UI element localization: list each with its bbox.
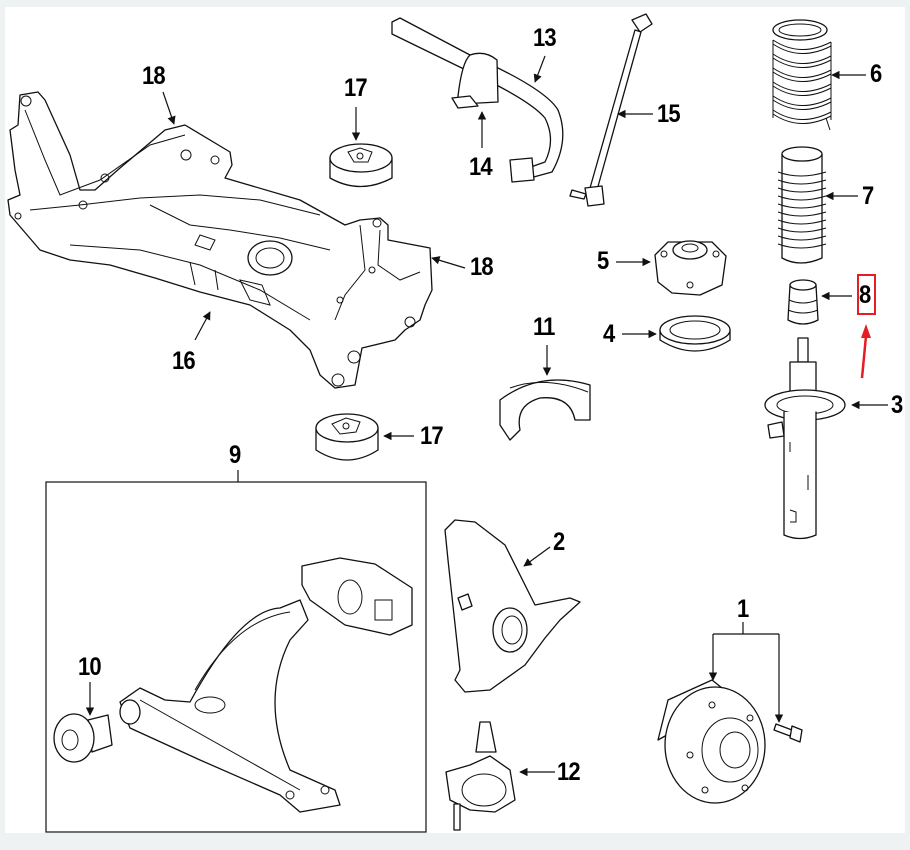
stabilizer-bar-illustration[interactable] xyxy=(391,17,564,183)
callout-6[interactable]: 6 xyxy=(870,60,882,88)
bump-stop-illustration[interactable] xyxy=(787,279,819,325)
subframe-mount-upper-illustration[interactable] xyxy=(329,143,393,188)
dust-boot-illustration[interactable] xyxy=(777,146,827,264)
callout-4[interactable]: 4 xyxy=(603,320,615,348)
callout-9[interactable]: 9 xyxy=(229,441,241,469)
ball-joint-illustration[interactable] xyxy=(445,721,516,831)
callout-17-lower[interactable]: 17 xyxy=(420,422,444,450)
subframe-illustration[interactable] xyxy=(7,91,433,389)
callout-13[interactable]: 13 xyxy=(533,24,557,52)
subframe-mount-lower-illustration[interactable] xyxy=(315,413,379,461)
hub-bearing-illustration[interactable] xyxy=(657,679,803,804)
highlight-arrowhead xyxy=(861,324,871,338)
callout-16[interactable]: 16 xyxy=(172,347,196,375)
callout-5[interactable]: 5 xyxy=(597,247,609,275)
highlight-box xyxy=(857,274,876,315)
highlight-arrow xyxy=(860,335,868,379)
callout-18-right[interactable]: 18 xyxy=(470,253,494,281)
strut-mount-illustration[interactable] xyxy=(654,240,727,296)
callout-12[interactable]: 12 xyxy=(557,758,581,786)
callout-15[interactable]: 15 xyxy=(657,100,681,128)
callout-11[interactable]: 11 xyxy=(533,313,555,341)
strut-assembly-illustration[interactable] xyxy=(764,337,846,540)
spring-insulator-illustration[interactable] xyxy=(499,379,591,441)
callout-14[interactable]: 14 xyxy=(469,153,493,181)
callout-8[interactable]: 8 xyxy=(859,281,871,309)
rear-bushing-bracket-illustration[interactable] xyxy=(301,557,413,636)
callout-10[interactable]: 10 xyxy=(78,653,102,681)
callout-2[interactable]: 2 xyxy=(553,528,565,556)
control-arm-kit-box xyxy=(45,481,427,833)
callout-18-top[interactable]: 18 xyxy=(142,62,166,90)
callout-1[interactable]: 1 xyxy=(737,595,749,623)
callout-7[interactable]: 7 xyxy=(862,182,874,210)
callout-17-top[interactable]: 17 xyxy=(344,74,368,102)
callout-3[interactable]: 3 xyxy=(891,391,903,419)
coil-spring-illustration[interactable] xyxy=(772,19,832,131)
control-arm-bushing-illustration[interactable] xyxy=(53,713,113,763)
steering-knuckle-illustration[interactable] xyxy=(444,519,581,693)
leader-lines xyxy=(85,55,888,777)
stabilizer-link-illustration[interactable] xyxy=(569,13,653,207)
strut-bearing-illustration[interactable] xyxy=(659,315,731,352)
lower-control-arm-illustration[interactable] xyxy=(119,599,341,813)
